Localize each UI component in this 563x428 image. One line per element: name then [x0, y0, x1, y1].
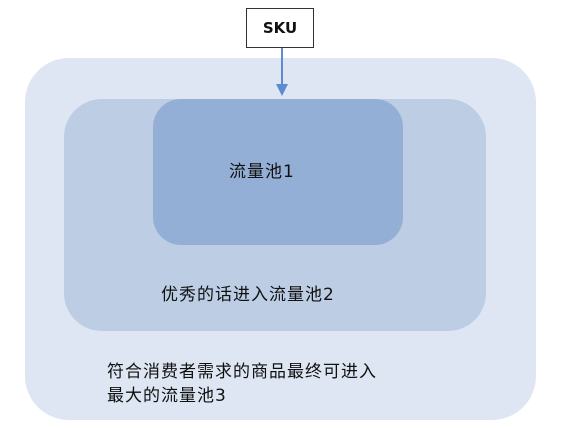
- sku-label: SKU: [262, 19, 298, 37]
- traffic-pool-1-label: 流量池1: [229, 162, 295, 182]
- down-arrow-icon: [276, 48, 288, 96]
- sku-node: SKU: [246, 8, 314, 48]
- traffic-pool-2-label: 优秀的话进入流量池2: [161, 285, 335, 305]
- traffic-pool-3-label: 符合消费者需求的商品最终可进入 最大的流量池3: [107, 360, 377, 408]
- traffic-pool-3-label-line-2: 最大的流量池3: [107, 386, 227, 406]
- traffic-pool-1: [153, 99, 403, 245]
- traffic-pool-3-label-line-1: 符合消费者需求的商品最终可进入: [107, 362, 377, 382]
